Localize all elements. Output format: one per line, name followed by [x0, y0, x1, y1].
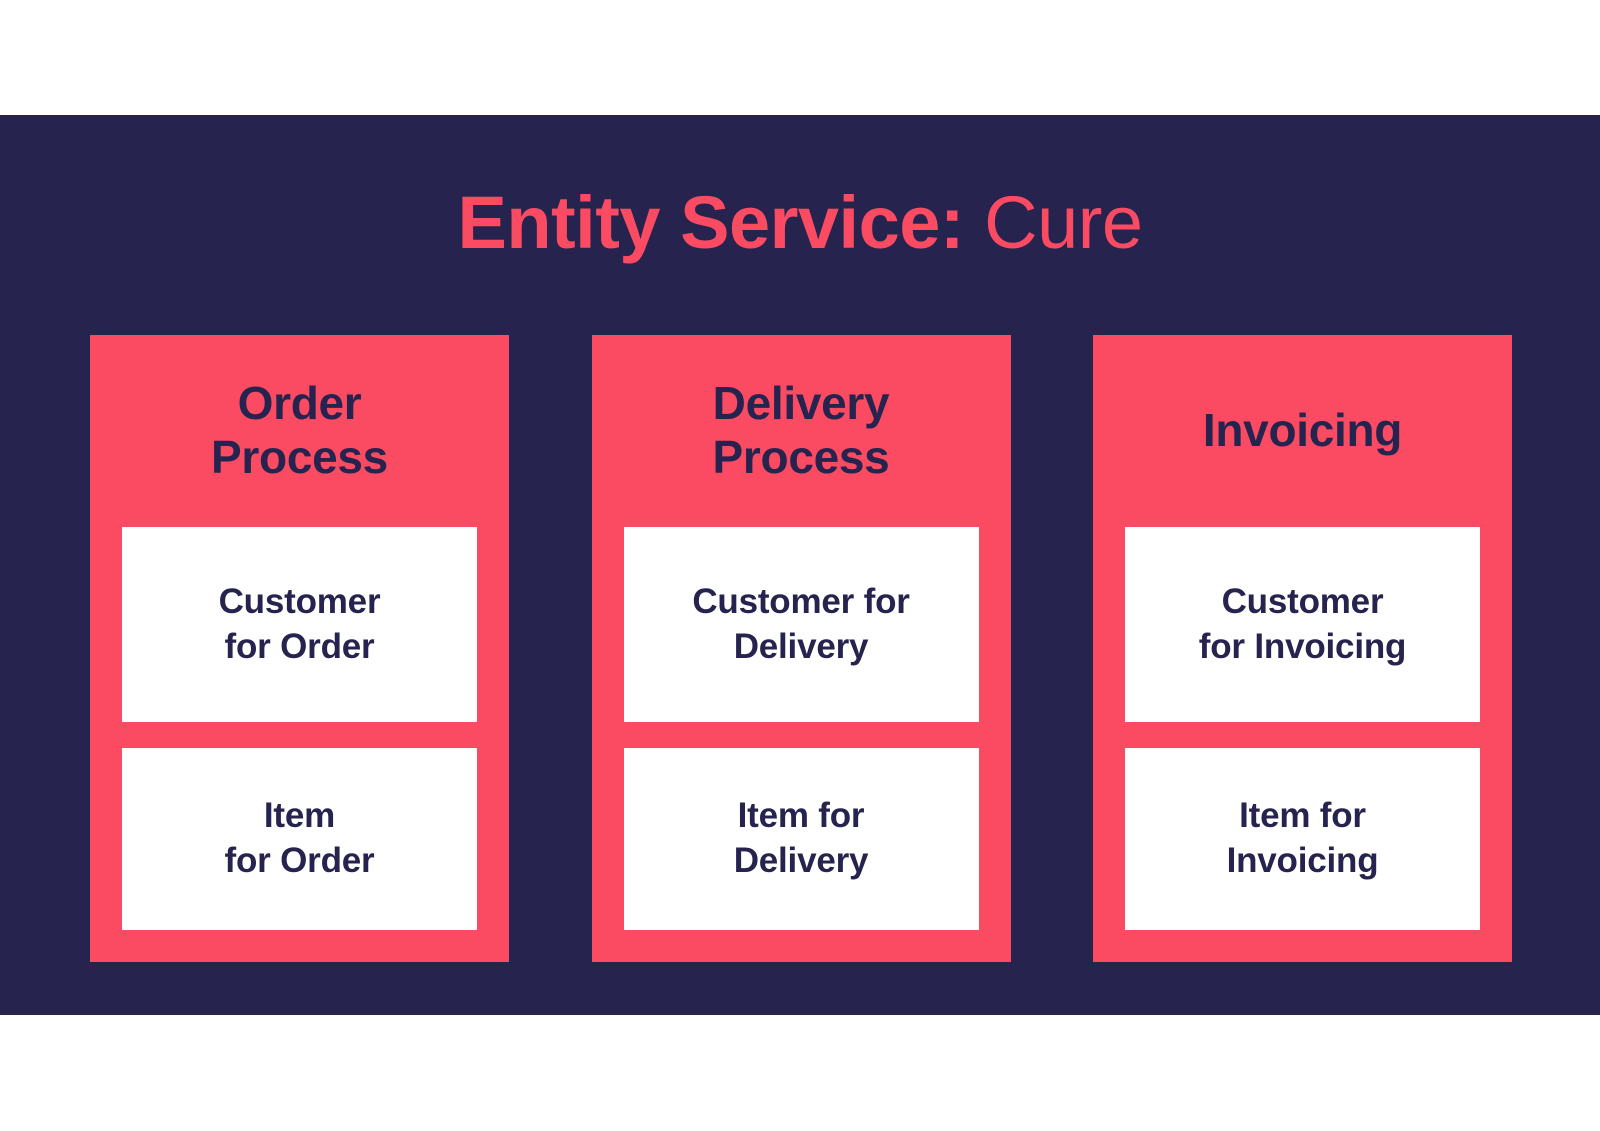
entity-card-customer-for-invoicing-line2: for Invoicing: [1198, 626, 1407, 666]
entity-card-customer-for-invoicing-line1: Customer: [1221, 581, 1384, 621]
column-header-delivery-line1: Delivery: [712, 377, 890, 430]
entity-card-item-for-order[interactable]: Item for Order: [122, 748, 477, 930]
entity-card-customer-for-invoicing[interactable]: Customer for Invoicing: [1125, 527, 1480, 722]
page-title-light: Cure: [964, 181, 1143, 264]
process-column-order[interactable]: Order Process Customer for Order Item fo…: [90, 335, 509, 962]
entity-card-customer-for-order-line1: Customer: [218, 581, 381, 621]
card-spacer: [1125, 722, 1480, 748]
entity-card-item-for-delivery-line2: Delivery: [733, 841, 869, 880]
column-header-order-line1: Order: [237, 377, 362, 430]
card-spacer: [624, 722, 979, 748]
entity-card-customer-for-delivery-line2: Delivery: [733, 626, 869, 666]
entity-card-item-for-order-line2: for Order: [224, 841, 375, 880]
process-columns: Order Process Customer for Order Item fo…: [90, 335, 1512, 962]
column-header-invoicing: Invoicing: [1125, 335, 1480, 527]
entity-card-item-for-invoicing[interactable]: Item for Invoicing: [1125, 748, 1480, 930]
card-spacer: [122, 722, 477, 748]
process-column-invoicing[interactable]: Invoicing Customer for Invoicing Item fo…: [1093, 335, 1512, 962]
entity-card-customer-for-order-line2: for Order: [224, 626, 375, 666]
column-header-delivery-line2: Process: [712, 431, 890, 483]
entity-card-item-for-order-line1: Item: [263, 796, 336, 836]
column-header-invoicing-line1: Invoicing: [1202, 404, 1403, 457]
column-footer: [122, 930, 477, 962]
column-footer: [624, 930, 979, 962]
entity-card-item-for-invoicing-line2: Invoicing: [1226, 841, 1379, 880]
column-header-order: Order Process: [122, 335, 477, 527]
entity-card-item-for-delivery-line1: Item for: [737, 796, 865, 836]
entity-card-item-for-invoicing-line1: Item for: [1239, 796, 1366, 836]
page-title: Entity Service: Cure: [0, 186, 1600, 260]
page-title-strong: Entity Service:: [457, 181, 965, 264]
entity-card-customer-for-delivery[interactable]: Customer for Delivery: [623, 527, 979, 722]
column-header-order-line2: Process: [211, 431, 388, 483]
entity-card-item-for-delivery[interactable]: Item for Delivery: [623, 748, 979, 930]
column-footer: [1125, 930, 1480, 962]
entity-card-customer-for-order[interactable]: Customer for Order: [122, 527, 477, 722]
column-header-delivery: Delivery Process: [624, 335, 979, 527]
entity-card-customer-for-delivery-line1: Customer for: [692, 581, 910, 621]
process-column-delivery[interactable]: Delivery Process Customer for Delivery I…: [591, 335, 1011, 962]
